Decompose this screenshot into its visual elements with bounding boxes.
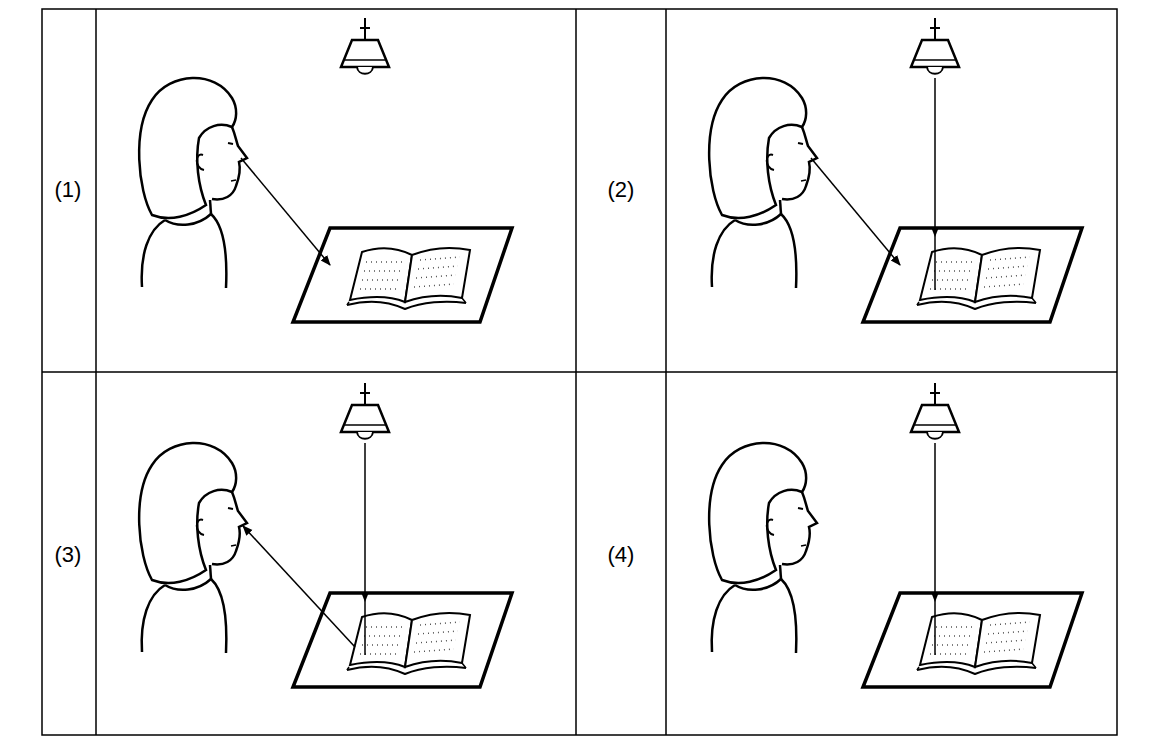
light-arrow <box>364 443 366 601</box>
girl-figure <box>709 443 817 653</box>
panel-one <box>139 18 512 322</box>
sight-arrow <box>811 158 900 265</box>
panel-three <box>139 383 512 687</box>
panel-number: (1) <box>43 177 93 203</box>
panel-number: (2) <box>596 177 646 203</box>
ceiling-lamp <box>911 383 959 439</box>
sight-arrow <box>241 158 330 265</box>
ceiling-lamp <box>911 18 959 74</box>
light-arrow <box>934 78 936 236</box>
light-ray <box>934 601 936 655</box>
table-with-book <box>863 593 1082 687</box>
table-with-book <box>293 228 512 322</box>
girl-figure <box>139 78 247 288</box>
table-with-book <box>293 593 512 687</box>
light-arrow <box>934 443 936 601</box>
reflected-arrow <box>243 526 355 647</box>
table-grid <box>42 9 1117 735</box>
light-ray <box>934 236 936 290</box>
panel-number: (4) <box>596 542 646 568</box>
ceiling-lamp <box>341 18 389 74</box>
panel-four <box>709 383 1082 687</box>
light-ray <box>364 601 366 655</box>
girl-figure <box>139 443 247 653</box>
ceiling-lamp <box>341 383 389 439</box>
panel-number: (3) <box>43 542 93 568</box>
table-with-book <box>863 228 1082 322</box>
panel-two <box>709 18 1082 322</box>
girl-figure <box>709 78 817 288</box>
